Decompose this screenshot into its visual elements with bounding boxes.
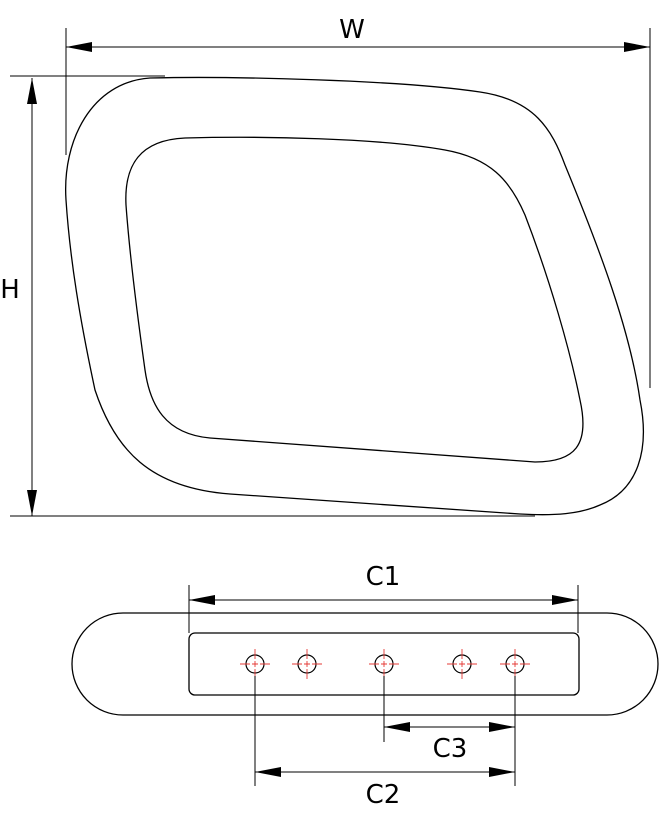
ring-inner-outline <box>125 136 584 463</box>
dimension-label-w: W <box>339 15 365 45</box>
hole-4 <box>447 649 477 679</box>
arrowhead-c2-right <box>489 767 515 777</box>
arrowhead-h-top <box>27 78 37 104</box>
arrowhead-w-left <box>66 42 92 52</box>
dimension-label-c1: C1 <box>366 562 401 592</box>
arrowhead-c2-left <box>255 767 281 777</box>
hole-1 <box>240 649 270 679</box>
arrowhead-w-right <box>624 42 650 52</box>
arrowhead-c1-left <box>189 595 215 605</box>
dimension-label-c3: C3 <box>433 734 468 764</box>
dimension-label-c2: C2 <box>366 780 401 810</box>
ring-outer-outline <box>65 76 644 516</box>
hole-group <box>240 649 530 679</box>
top-view: W H <box>0 15 651 517</box>
bar-outer-outline <box>71 612 659 716</box>
dimension-label-h: H <box>0 275 20 305</box>
hole-5 <box>500 649 530 679</box>
arrowhead-c3-left <box>384 722 410 732</box>
arrowhead-c3-right <box>489 722 515 732</box>
hole-2 <box>292 649 322 679</box>
hole-3 <box>369 649 399 679</box>
side-view: C1 C3 C2 <box>71 562 659 810</box>
arrowhead-c1-right <box>552 595 578 605</box>
arrowhead-h-bottom <box>27 490 37 516</box>
